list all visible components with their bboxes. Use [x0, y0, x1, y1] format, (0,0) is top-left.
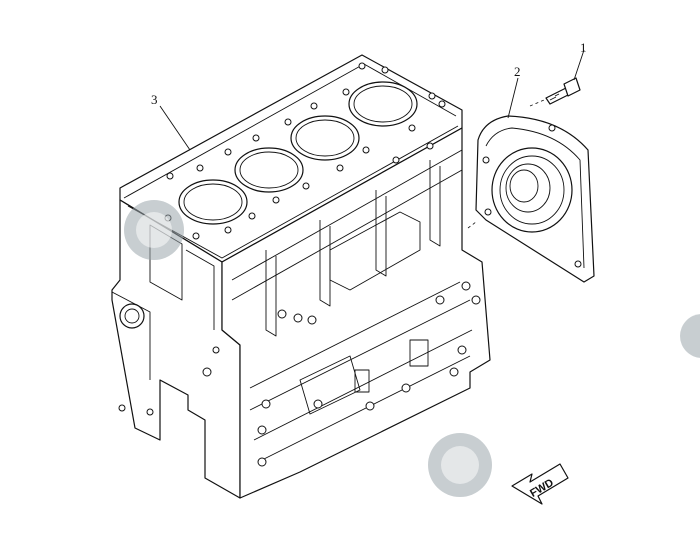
callout-3-leader [159, 105, 191, 151]
block-side-details [231, 149, 473, 463]
cylinder-bores [178, 81, 418, 225]
assembly-line [467, 99, 545, 229]
watermark-logo-icon [124, 200, 184, 260]
watermark-logo-icon [680, 314, 700, 358]
callout-2: 2 [514, 64, 521, 79]
bolt-part [545, 49, 585, 105]
watermark-logo-icon [428, 433, 492, 497]
block-side-face [221, 127, 491, 499]
fwd-arrow-icon: FWD [511, 463, 569, 505]
callout-1: 1 [580, 40, 587, 55]
side-bolts [257, 281, 481, 467]
rear-seal-housing [475, 77, 595, 283]
callout-1-leader [573, 49, 585, 81]
cylinder-block [111, 54, 491, 499]
callout-2-leader [507, 77, 519, 119]
callout-3: 3 [151, 92, 158, 107]
